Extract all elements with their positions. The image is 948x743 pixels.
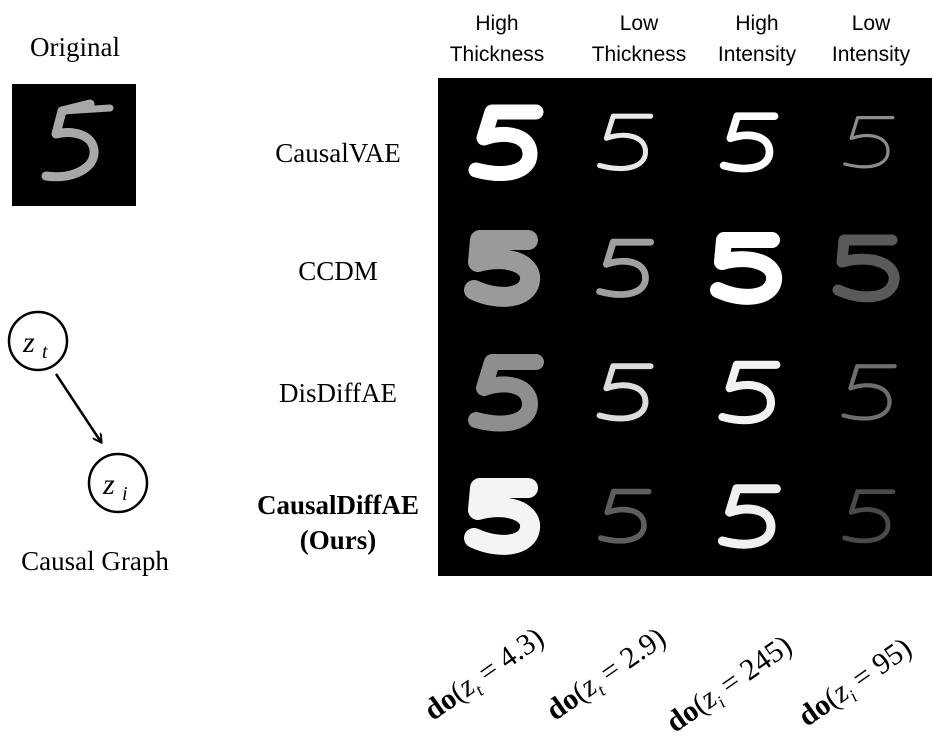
method-label-ours-line1: CausalDiffAE	[256, 490, 419, 520]
cell-ccdm-high-thickness	[474, 240, 530, 297]
cell-disdiffae-low-thickness	[600, 366, 651, 418]
cell-causalvae-high-intensity	[724, 116, 775, 168]
cell-disdiffae-high-intensity	[722, 365, 776, 420]
original-digit-stroke	[41, 99, 99, 182]
node-z-i-sub: i	[122, 483, 128, 505]
method-label-disdiffae: DisDiffAE	[279, 378, 397, 408]
cell-ours-low-thickness	[601, 492, 649, 541]
node-z-i	[87, 452, 149, 514]
cell-ccdm-high-intensity	[718, 240, 774, 297]
method-label-ours-line2: (Ours)	[299, 525, 377, 555]
cell-ccdm-low-thickness	[600, 242, 651, 294]
node-z-t-sub: t	[42, 341, 48, 363]
cell-ours-high-intensity	[722, 489, 776, 544]
original-label: Original	[30, 32, 120, 62]
cell-ours-high-thickness	[474, 488, 530, 545]
cell-ours-low-intensity	[845, 492, 893, 541]
original-digit-image	[12, 84, 136, 206]
node-z-t-label: z	[22, 326, 35, 359]
cell-ccdm-low-intensity	[838, 240, 894, 297]
cell-causalvae-low-intensity	[843, 115, 895, 169]
method-label-ours: CausalDiffAE (Ours)	[228, 488, 448, 558]
cell-disdiffae-low-intensity	[844, 366, 895, 418]
node-z-t	[7, 310, 69, 372]
causal-graph: z t z i	[0, 300, 200, 520]
cell-causalvae-high-thickness	[476, 112, 536, 173]
method-label-causalvae: CausalVAE	[275, 138, 401, 168]
results-image-grid	[438, 78, 932, 576]
graph-caption: Causal Graph	[21, 546, 169, 576]
cell-causalvae-low-thickness	[600, 116, 651, 168]
edge-arrow	[54, 373, 101, 442]
node-z-i-label: z	[102, 468, 115, 501]
cell-disdiffae-high-thickness	[476, 362, 536, 423]
method-label-ccdm: CCDM	[298, 256, 378, 286]
